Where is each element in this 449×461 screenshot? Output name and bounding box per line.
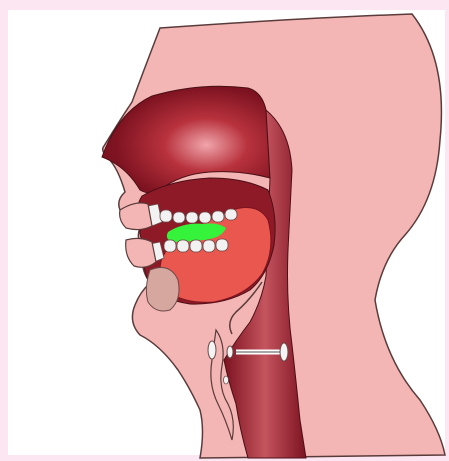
upper-lip <box>120 203 152 230</box>
cartilage-mark <box>224 376 229 384</box>
hyoid-bone <box>208 341 216 359</box>
chin <box>146 268 179 311</box>
lower-lip <box>126 238 156 267</box>
